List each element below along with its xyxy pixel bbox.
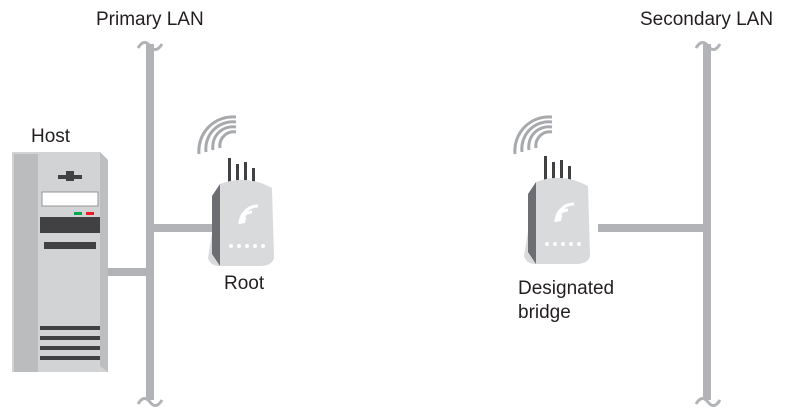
designated-bridge-label-line2: bridge — [518, 302, 571, 323]
host-link — [108, 268, 150, 276]
root-label: Root — [224, 273, 265, 294]
designated-bridge-access-point-icon — [513, 115, 590, 264]
wireless-signal-icon — [513, 115, 553, 155]
wireless-signal-icon — [197, 115, 237, 155]
designated-bridge-label: Designated bridge — [518, 277, 614, 325]
primary-lan-bus — [108, 41, 216, 407]
designated-bridge-label-line1: Designated — [518, 278, 615, 299]
secondary-lan-bus — [598, 41, 722, 407]
secondary-lan-label: Secondary LAN — [640, 9, 774, 30]
server-icon — [12, 152, 108, 372]
primary-lan-label: Primary LAN — [96, 9, 204, 30]
host-label: Host — [31, 126, 71, 147]
root-access-point-icon — [197, 115, 274, 266]
bridge-link — [598, 224, 704, 232]
root-link — [150, 224, 216, 232]
